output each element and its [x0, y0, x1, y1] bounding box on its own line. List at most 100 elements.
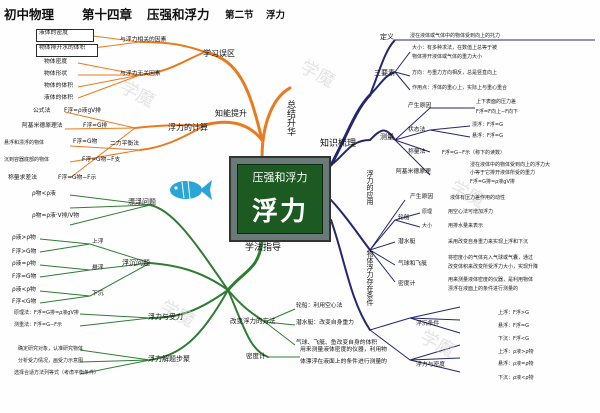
central-node-panel: 压强和浮力 浮力 [237, 164, 323, 234]
ship-size-text: 用排水量来表示 [448, 223, 484, 229]
object-volume: 物体的体积 [44, 83, 73, 89]
object-shape: 物体形状 [44, 71, 68, 77]
hydrometer-label: 密度计 [246, 352, 266, 360]
archimedes-method: 阿基米德原理法 [22, 123, 63, 129]
branch-improve-label: 知能提升 [215, 109, 247, 118]
central-subtitle: 压强和浮力 [252, 171, 308, 184]
existence-condition-label: 物体浮力存在条件 [366, 250, 374, 306]
related-factors: 与浮力相关的因素 [120, 37, 167, 43]
buoyancy-and-force: 浮力与受力 [148, 313, 183, 321]
section-title: 浮力 [266, 10, 286, 21]
rho-ratio: ρ物=ρ液·V排/V物 [32, 213, 80, 219]
condition-rise: 上浮：F浮>G [498, 310, 529, 316]
application-cause: 产生原因 [410, 194, 434, 200]
chapter-number: 第十四章 [82, 7, 133, 22]
sink-force: F浮<G物 [12, 299, 37, 305]
state-floating: 漂浮：F浮=G [472, 122, 503, 128]
balloon-label: 气球和飞艇 [398, 261, 427, 267]
density-sink: 下沉：ρ液<ρ物 [498, 375, 534, 381]
three-elements-label: 三要素 [374, 69, 395, 77]
branch-review-label: 总结升华 [285, 100, 295, 136]
cause-label: 产生原因 [408, 103, 432, 109]
formula-method: 公式法 [33, 108, 51, 114]
floating-suspended: 悬浮和漂浮的物体 [4, 140, 45, 146]
sink-rho: ρ液<ρ物 [12, 287, 36, 293]
balloon-text-2: 改变体积来改变所受浮力大小，实现升降 [448, 264, 539, 270]
ship-size-label: 大小 [422, 223, 433, 229]
central-node: 压强和浮力 浮力 [229, 156, 331, 242]
ship-principle-text: 用空心法可增加浮力 [448, 209, 494, 215]
suspend-label: 悬浮 [92, 265, 104, 271]
formula-equation: F浮=ρ液gV排 [64, 108, 101, 114]
step-1: 确定研究对象，认准研究物体 [18, 346, 84, 352]
unrelated-factors: 与浮力无关因素 [120, 71, 161, 77]
sink-float-problem: 浮沉问题 [122, 259, 150, 267]
measure-method: 测重法：F浮=G−F示 [14, 322, 63, 328]
weigh-formula-right: F浮=G−F示（称下的读数） [442, 150, 506, 156]
sink-label: 下沉 [92, 291, 104, 297]
suspend-rho: ρ液=ρ物 [12, 261, 36, 267]
liquid-density: 液体的密度 [39, 30, 68, 36]
state-method: 状态法 [408, 127, 426, 133]
submarine-text: 采用改变自身重力来实现上浮和下沉 [448, 239, 529, 245]
sink-bottom: 沉到容器底部的物体 [4, 157, 50, 163]
balloon-text-1: 将密度小的气体充入气球或气囊，通过 [448, 255, 534, 261]
branch-review [260, 86, 292, 160]
hydrometer-desc-2: 体漂浮在液面上的条件进行测量的 [300, 359, 387, 365]
change-buoyancy-method: 改变浮力的方法 [230, 317, 276, 325]
weigh-method: 称量求差法 [8, 175, 37, 181]
state-suspended: 悬浮：F浮=G [472, 133, 503, 139]
hydrometer-right-text-2: 漂浮在液面上的条件进行测量的 [448, 286, 519, 292]
sink-bottom-eq: F浮=G物−F支 [82, 157, 121, 163]
suspend-force: F浮=G物 [12, 274, 37, 280]
submarine-method: 潜水艇：改变自身重力 [296, 320, 354, 326]
ship-label: 轮船 [398, 215, 410, 221]
rise-label: 上浮 [92, 239, 104, 245]
cause-formula: F浮=F向上−F向下 [476, 109, 519, 115]
balance-method: 二力平衡法 [110, 141, 139, 147]
rise-rho: ρ液>ρ物 [12, 235, 36, 241]
rise-force: F浮>G物 [12, 249, 37, 255]
weigh-method-eq: F浮=G物−F示 [58, 175, 97, 181]
hydrometer-right-label: 密度计 [398, 281, 416, 287]
density-suspend: 悬浮：ρ液=ρ物 [498, 361, 534, 367]
archimedes-formula: F浮=G排=ρ液gV排 [470, 179, 515, 185]
step-3: 选择合适方法列等式（考虑平衡条件） [14, 370, 100, 376]
branch-misconception [203, 50, 264, 142]
ship-method: 轮船：利用空心法 [296, 303, 343, 309]
liquid-volume: 液体的体积 [44, 95, 73, 101]
central-title: 浮力 [251, 197, 308, 227]
fish-icon [170, 180, 212, 200]
displaced-volume: 物体排开水的体积 [39, 45, 86, 51]
measurement-label: 测量 [380, 133, 394, 141]
node-box [36, 29, 94, 42]
floating-suspended-eq: F浮=G物 [73, 139, 98, 145]
section-number: 第二节 [225, 10, 254, 21]
archimedes-text-2: 小等于它排开液体所受的重力 [470, 170, 536, 176]
density-rise: 上浮：ρ液>ρ物 [498, 349, 534, 355]
element-point: 作用点：浮体的重心上，实际上与重心重合 [412, 85, 508, 91]
float-sink-condition: 浮沉条件 [416, 321, 440, 327]
node-box [36, 44, 98, 57]
branch-knowledge [329, 93, 372, 167]
definition-label: 定义 [380, 33, 394, 41]
hydrometer-right-text-1: 用来测量液体密度的仪器，是利用物体 [448, 277, 534, 283]
solution-steps: 浮力解题步聚 [148, 355, 190, 363]
archimedes-text-1: 浸在液体中的物体受到向上的浮力大 [470, 162, 551, 168]
condition-suspend: 悬浮：F浮=G [498, 323, 529, 329]
condition-sink: 下沉：F浮<G [498, 336, 529, 342]
definition-text: 浸在液体或气体中的物体受到向上的托力 [410, 33, 501, 39]
branch-misconception-label: 学习误区 [203, 49, 235, 58]
weigh-method-right: 称量法 [408, 149, 426, 155]
hydrometer-desc-1: 用来测量液体密度的仪器，利用物 [300, 347, 387, 353]
submarine-label: 潜水艇 [398, 239, 416, 245]
element-direction: 方向：与重力方向相反，总是竖直向上 [412, 70, 498, 76]
principle-method: 原理法：F浮=G排=ρ液gV排 [14, 310, 79, 316]
cause-text: 上下表面的压力差 [476, 99, 517, 105]
archimedes-principle: 阿基米德原理 [396, 169, 431, 175]
balloon-method: 气球、飞艇、鱼改变自身的体积 [296, 340, 378, 346]
application-label: 浮力的应用 [366, 170, 374, 205]
archimedes-equation: F浮=G排 [83, 123, 108, 129]
